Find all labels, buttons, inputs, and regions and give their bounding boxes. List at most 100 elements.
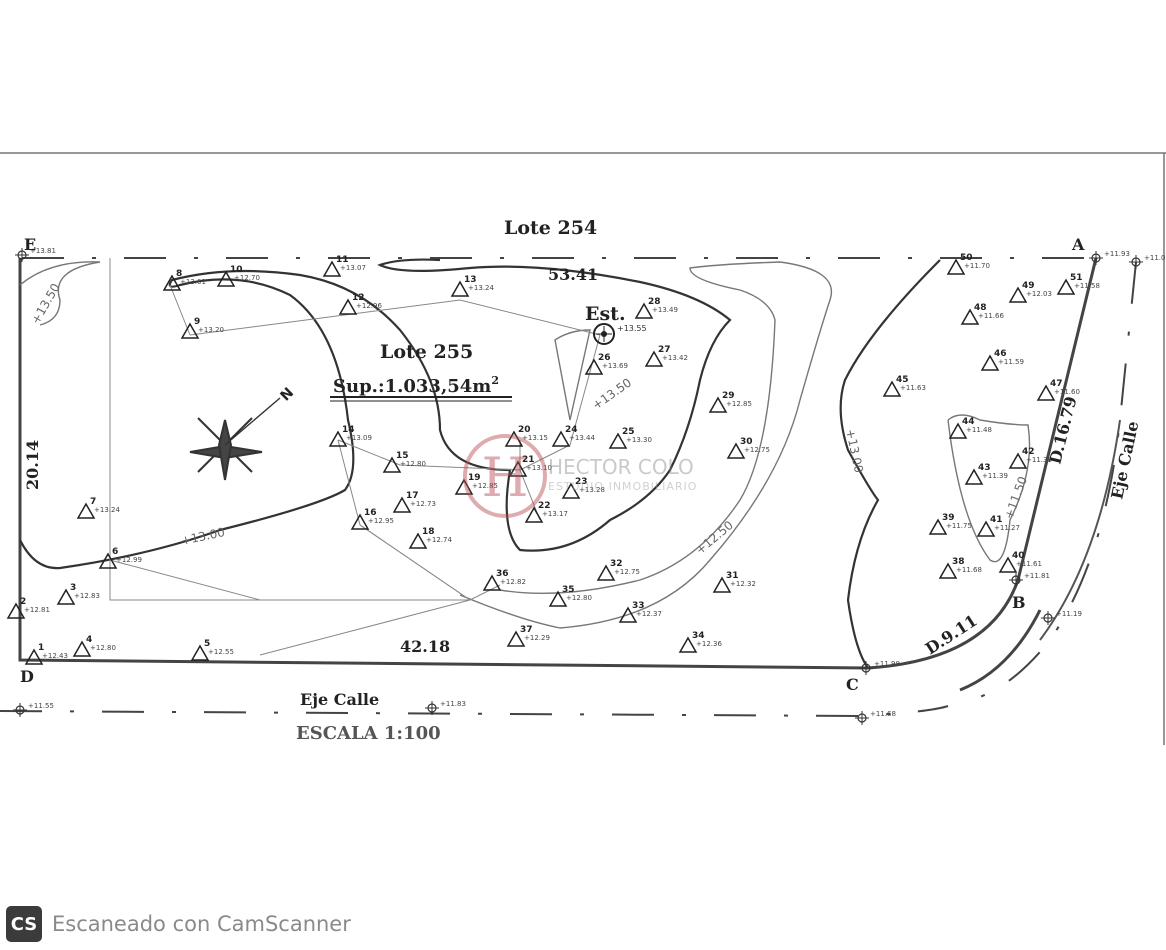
- survey-point: 40+11.61: [998, 551, 1042, 573]
- survey-point-number: 51: [1070, 273, 1083, 283]
- survey-point: 39+11.75: [928, 513, 972, 535]
- scanner-footer: CS Escaneado con CamScanner: [6, 906, 351, 942]
- survey-point-elevation: +12.36: [696, 640, 722, 648]
- survey-point-triangle-icon: [190, 644, 210, 661]
- survey-point: 13+13.24: [450, 275, 494, 297]
- survey-point: 49+12.03: [1008, 281, 1052, 303]
- survey-point-triangle-icon: [98, 552, 118, 569]
- survey-point-number: 48: [974, 303, 987, 313]
- survey-point: 44+11.48: [948, 417, 992, 439]
- survey-point-triangle-icon: [1008, 452, 1028, 469]
- scanner-text: Escaneado con CamScanner: [52, 912, 351, 936]
- survey-point-elevation: +12.73: [410, 500, 436, 508]
- dim-bottom: 42.18: [400, 637, 450, 656]
- survey-point-triangle-icon: [506, 630, 526, 647]
- dim-top: 53.41: [548, 265, 598, 284]
- survey-point-triangle-icon: [382, 456, 402, 473]
- corner-d: D: [20, 667, 34, 686]
- survey-point-triangle-icon: [328, 430, 348, 447]
- survey-point-number: 25: [622, 427, 635, 437]
- neighbor-lot-label: Lote 254: [504, 217, 597, 239]
- level-marker: +11.68: [855, 710, 896, 725]
- contour-label: +13.50: [28, 281, 62, 326]
- survey-point-number: 24: [565, 425, 578, 435]
- survey-point-triangle-icon: [450, 280, 470, 297]
- survey-point: 28+13.49: [634, 297, 678, 319]
- survey-point-elevation: +12.85: [472, 482, 498, 490]
- survey-point-elevation: +11.63: [900, 384, 926, 392]
- survey-point-elevation: +12.29: [524, 634, 550, 642]
- survey-point-triangle-icon: [882, 380, 902, 397]
- survey-point: 43+11.39: [964, 463, 1008, 485]
- survey-point-elevation: +12.85: [726, 400, 752, 408]
- survey-point-number: 1: [38, 643, 44, 653]
- survey-point: 20+13.15: [504, 425, 548, 447]
- survey-point-number: 49: [1022, 281, 1035, 291]
- survey-point: 38+11.68: [938, 557, 982, 579]
- survey-point: 11+13.07: [322, 255, 366, 277]
- survey-point-elevation: +12.75: [614, 568, 640, 576]
- survey-point-triangle-icon: [561, 482, 581, 499]
- survey-point-number: 11: [336, 255, 349, 265]
- survey-point: 3+12.83: [56, 583, 100, 605]
- survey-point-triangle-icon: [726, 442, 746, 459]
- survey-point-triangle-icon: [56, 588, 76, 605]
- survey-point-triangle-icon: [946, 258, 966, 275]
- survey-point-number: 7: [90, 497, 96, 507]
- survey-point-number: 3: [70, 583, 76, 593]
- survey-point-number: 34: [692, 631, 705, 641]
- survey-point: 19+12.85: [454, 473, 498, 495]
- survey-point-number: 41: [990, 515, 1003, 525]
- survey-point-elevation: +12.75: [744, 446, 770, 454]
- contour-label: +13.00: [843, 428, 866, 474]
- survey-point: 15+12.80: [382, 451, 426, 473]
- survey-point: 24+13.44: [551, 425, 595, 447]
- survey-point-number: 21: [522, 455, 535, 465]
- survey-point: 8+13.01: [162, 269, 206, 291]
- level-marker-value: +11.98: [874, 660, 900, 668]
- survey-point-elevation: +13.49: [652, 306, 678, 314]
- survey-point-triangle-icon: [76, 502, 96, 519]
- survey-point-triangle-icon: [548, 590, 568, 607]
- survey-point-number: 19: [468, 473, 481, 483]
- scale-label: ESCALA 1:100: [296, 723, 441, 744]
- survey-point-elevation: +12.81: [24, 606, 50, 614]
- survey-point: 32+12.75: [596, 559, 640, 581]
- survey-point-elevation: +11.58: [1074, 282, 1100, 290]
- survey-point-triangle-icon: [712, 576, 732, 593]
- survey-point-number: 15: [396, 451, 409, 461]
- survey-point-number: 27: [658, 345, 671, 355]
- corner-b: B: [1012, 593, 1026, 612]
- lot-label: Lote 255: [380, 341, 473, 363]
- survey-point: 14+13.09: [328, 425, 372, 447]
- survey-point-triangle-icon: [180, 322, 200, 339]
- contour-label: +13.50: [590, 376, 634, 413]
- survey-point-number: 30: [740, 437, 753, 447]
- watermark-logo-icon: H: [481, 446, 528, 509]
- survey-point: 30+12.75: [726, 437, 770, 459]
- survey-point-elevation: +11.38: [1026, 456, 1052, 464]
- survey-point-triangle-icon: [338, 298, 358, 315]
- dim-right: D.16.79: [1045, 394, 1080, 466]
- survey-point-triangle-icon: [1036, 384, 1056, 401]
- survey-point-elevation: +13.28: [579, 486, 605, 494]
- camscanner-logo-icon: CS: [6, 906, 42, 942]
- watermark-sub: ESTUDIO INMOBILIARIO: [548, 480, 697, 493]
- level-marker-value: +11.68: [870, 710, 896, 718]
- survey-point-number: 40: [1012, 551, 1025, 561]
- level-marker-value: +11.55: [28, 702, 54, 710]
- survey-point-number: 43: [978, 463, 991, 473]
- survey-point: 21+13.10: [508, 455, 552, 477]
- corner-a: A: [1071, 235, 1085, 254]
- survey-point-triangle-icon: [634, 302, 654, 319]
- survey-point-elevation: +12.83: [74, 592, 100, 600]
- survey-point-elevation: +11.61: [1016, 560, 1042, 568]
- survey-point: 51+11.58: [1056, 273, 1100, 295]
- survey-point-number: 39: [942, 513, 955, 523]
- survey-point-triangle-icon: [678, 636, 698, 653]
- survey-point-triangle-icon: [980, 354, 1000, 371]
- survey-point-number: 5: [204, 639, 210, 649]
- survey-point-triangle-icon: [964, 468, 984, 485]
